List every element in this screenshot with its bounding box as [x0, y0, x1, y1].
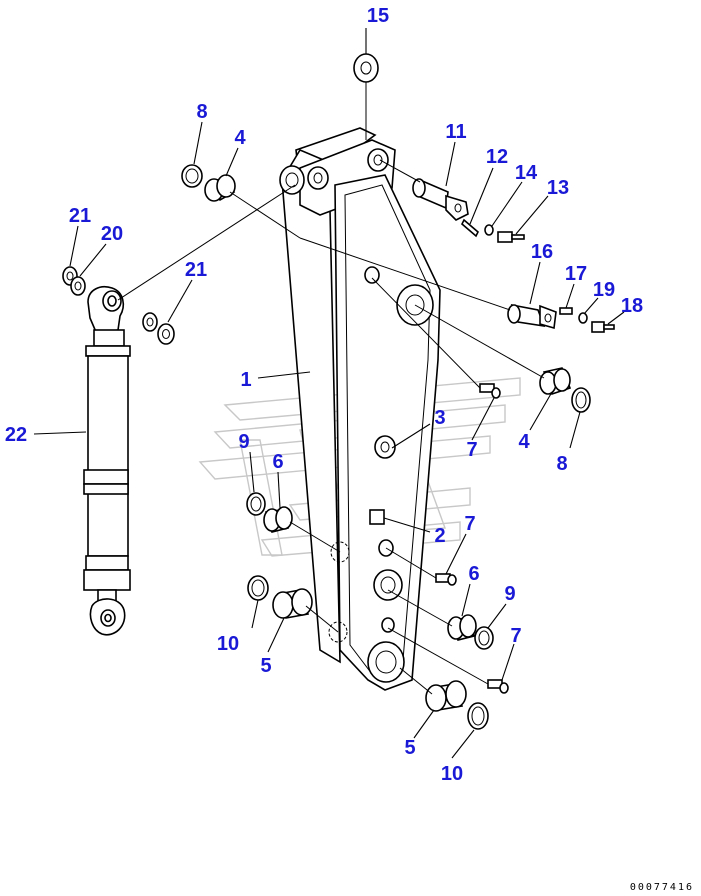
seal-part-8-right [571, 387, 591, 413]
callout-17: 17 [565, 263, 587, 285]
bushing-part-4-right [539, 367, 572, 396]
bushing-part-4-top [204, 174, 236, 202]
callout-2: 2 [434, 525, 445, 547]
fitting-part-7-bottom [487, 679, 509, 694]
callout-5-left: 5 [260, 655, 271, 677]
plate-part-15 [353, 53, 379, 83]
washer-part-19 [578, 312, 588, 324]
callout-8-right: 8 [556, 453, 567, 475]
bolt-part-13 [497, 231, 525, 243]
bushing-part-5-left [272, 588, 313, 619]
callout-11: 11 [445, 121, 466, 143]
callout-21-left: 21 [69, 205, 91, 227]
callout-5-right: 5 [404, 737, 415, 759]
pin-part-11 [412, 178, 469, 221]
callout-20: 20 [101, 223, 123, 245]
bushing-part-5-right [425, 680, 467, 712]
washer-part-14 [484, 224, 494, 236]
callout-19: 19 [593, 279, 615, 301]
seal-part-8-top [181, 164, 203, 188]
callout-16: 16 [531, 241, 553, 263]
callout-7-mid: 7 [464, 513, 475, 535]
callout-13: 13 [547, 177, 569, 199]
callout-4-right: 4 [518, 431, 530, 453]
bolt-part-17 [559, 307, 573, 315]
callout-14: 14 [515, 162, 538, 184]
pin-part-12 [461, 218, 479, 238]
pin-part-16 [507, 303, 557, 330]
callout-1: 1 [240, 369, 251, 391]
callout-7-top: 7 [466, 439, 477, 461]
callout-10-left: 10 [217, 633, 239, 655]
seal-part-10-left [247, 575, 269, 601]
callout-15: 15 [367, 5, 389, 27]
callout-labels: 15 8 4 11 12 14 13 21 20 21 16 17 19 18 … [5, 5, 643, 785]
callout-6-left: 6 [272, 451, 283, 473]
bushing-part-6-right [447, 614, 477, 641]
callout-4-top: 4 [234, 127, 246, 149]
washer-part-20 [70, 276, 86, 296]
callout-12: 12 [486, 146, 508, 168]
callout-22: 22 [5, 424, 27, 446]
callout-7-bottom: 7 [510, 625, 521, 647]
fitting-part-7-top [479, 383, 501, 399]
callout-9-right: 9 [504, 583, 515, 605]
callout-18: 18 [621, 295, 643, 317]
bushing-part-6-left [263, 506, 293, 533]
washer-part-21-right [142, 312, 175, 345]
callout-6-right: 6 [468, 563, 479, 585]
cylinder-part-22 [83, 286, 131, 636]
arm-part-1 [279, 127, 441, 691]
callout-8-top: 8 [196, 101, 207, 123]
fitting-part-7-mid [435, 573, 457, 586]
assembly-lines [117, 82, 545, 695]
document-number: 00077416 [630, 882, 694, 893]
seal-part-10-right [467, 702, 489, 730]
seal-part-9-right [474, 626, 494, 650]
callout-3: 3 [434, 407, 445, 429]
seal-part-9-left [246, 492, 266, 516]
bolt-part-18 [591, 321, 615, 333]
leader-lines [33, 28, 625, 759]
callout-9-left: 9 [238, 431, 249, 453]
callout-21-right: 21 [185, 259, 207, 281]
callout-10-right: 10 [441, 763, 463, 785]
